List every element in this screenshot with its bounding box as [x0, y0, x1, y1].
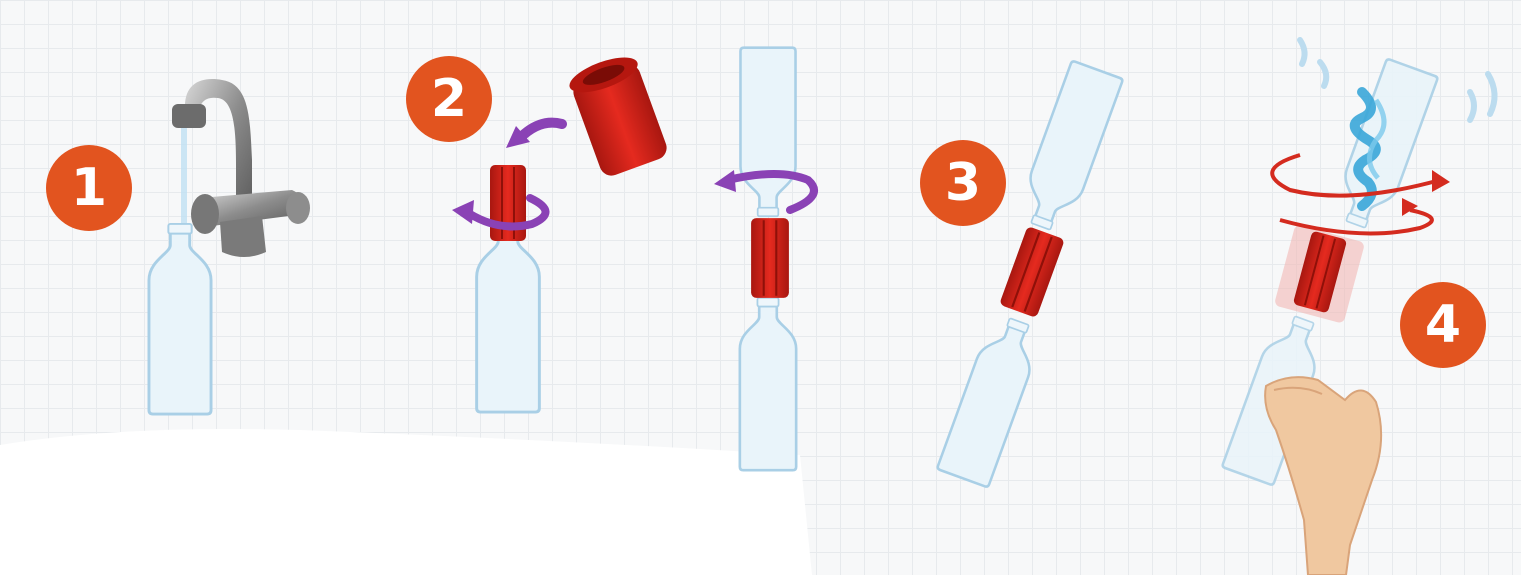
connector-icon — [1274, 224, 1365, 324]
bottle-icon — [740, 298, 796, 470]
rotate-arrow-icon — [520, 123, 562, 138]
shake-mark — [1488, 74, 1495, 114]
step-2-badge: 2 — [406, 56, 492, 142]
step-3-badge: 3 — [920, 140, 1006, 226]
step-4-badge: 4 — [1400, 282, 1486, 368]
connector-icon — [565, 50, 671, 179]
shake-mark — [1320, 62, 1326, 86]
bottle-icon — [477, 220, 540, 412]
hand-icon — [1265, 377, 1381, 575]
faucet-icon — [172, 79, 310, 257]
bottle-icon — [149, 224, 211, 414]
bottle-icon — [1330, 59, 1438, 234]
connector-icon — [751, 218, 789, 298]
shake-mark — [1470, 92, 1474, 120]
arrow-head — [714, 170, 736, 192]
bottle-icon — [740, 48, 795, 217]
step-1-badge: 1 — [46, 145, 132, 231]
arrow-head — [452, 200, 474, 224]
water-stream — [181, 128, 187, 228]
white-area — [0, 429, 812, 575]
connector-icon — [999, 226, 1065, 318]
arrow-head — [1432, 170, 1450, 192]
shake-mark — [1300, 40, 1305, 64]
bottle-icon — [1015, 61, 1123, 236]
bottle-icon — [937, 312, 1045, 487]
